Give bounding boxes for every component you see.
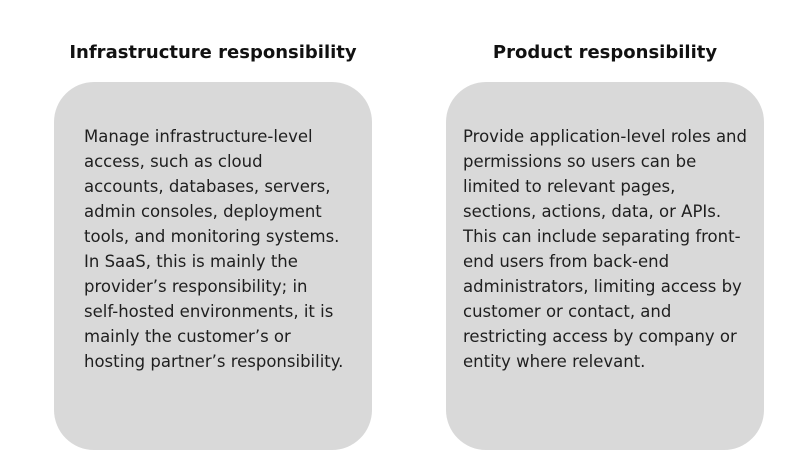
infrastructure-description: Manage infrastructure-level access, such… <box>84 127 344 371</box>
infrastructure-card: Manage infrastructure-level access, such… <box>54 82 372 450</box>
product-description: Provide application-level roles and perm… <box>463 127 747 371</box>
product-heading: Product responsibility <box>492 42 718 63</box>
infrastructure-heading: Infrastructure responsibility <box>69 42 357 63</box>
product-card: Provide application-level roles and perm… <box>446 82 764 450</box>
